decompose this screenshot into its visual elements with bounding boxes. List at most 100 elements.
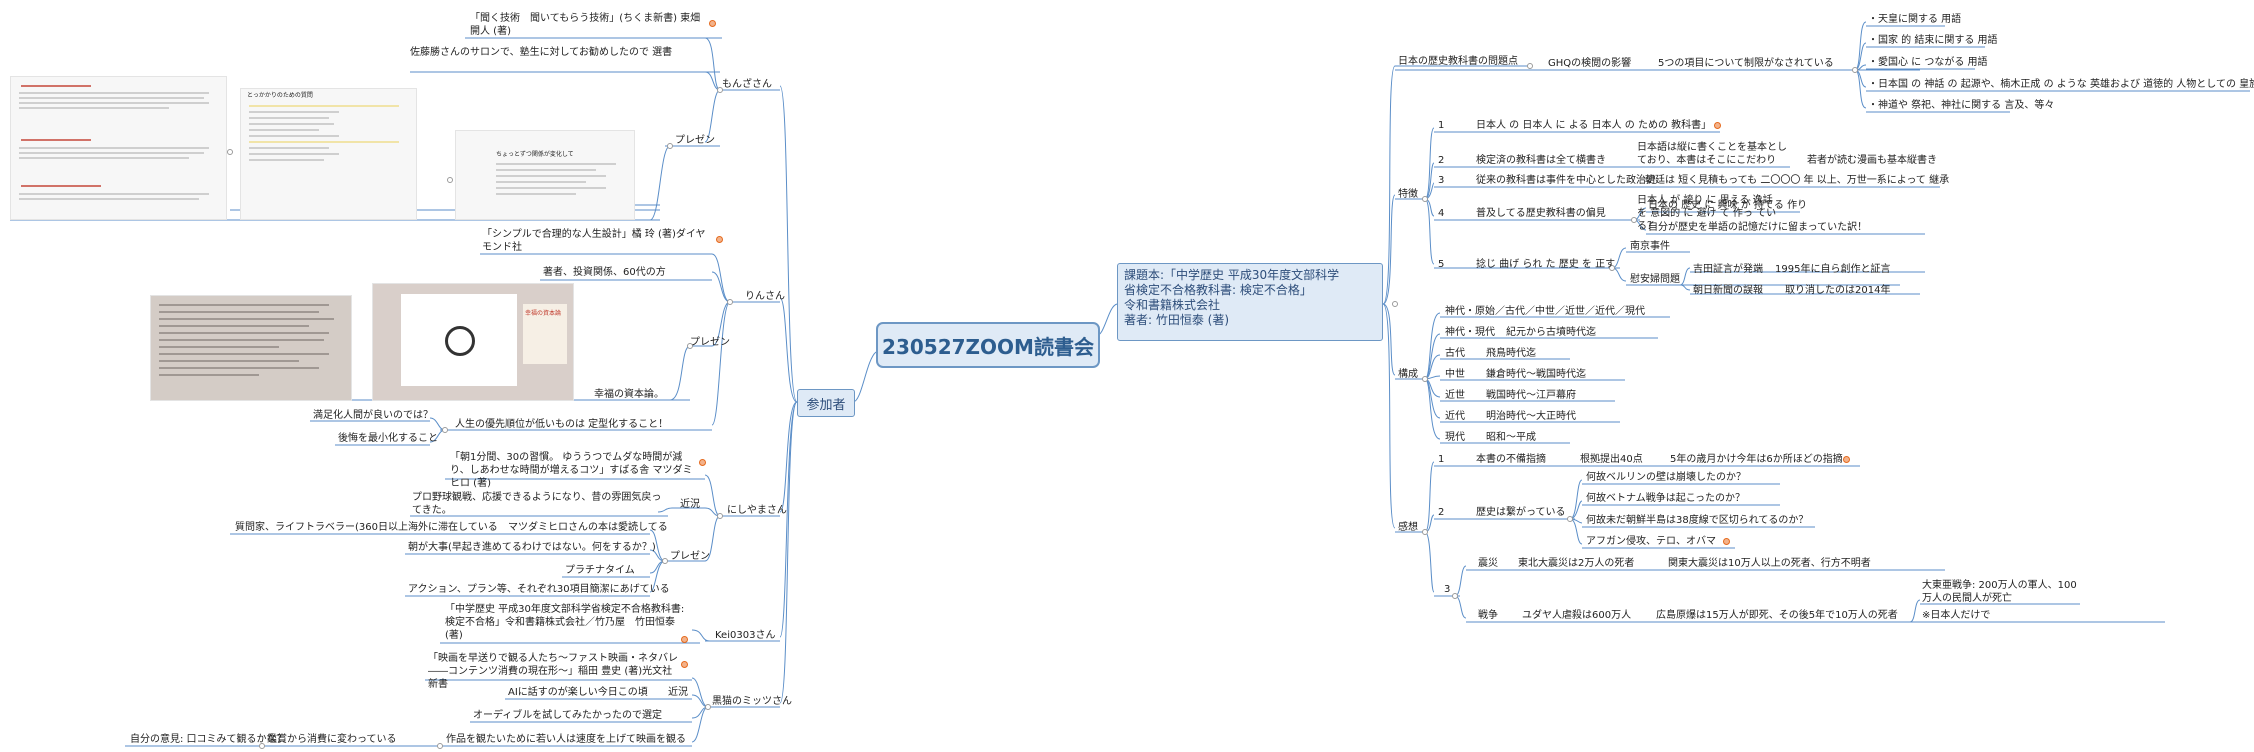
note-icon[interactable] — [681, 661, 688, 668]
rin-priority[interactable]: 人生の優先順位が低いものは 定型化すること！ — [455, 419, 669, 430]
monza-presentation[interactable]: プレゼン — [675, 135, 715, 146]
rin-happiness-capital[interactable]: 幸福の資本論。 — [594, 389, 664, 400]
note-icon[interactable] — [681, 636, 688, 643]
thought-1b[interactable]: 5年の歳月かけ今年は6か所ほどの指摘 — [1670, 454, 1843, 465]
structure-detail-2[interactable]: 紀元から古墳時代迄 — [1506, 327, 1596, 338]
feature-3[interactable]: 従来の教科書は事件を中心とした政治史 — [1476, 175, 1656, 186]
nishiyama-p4[interactable]: アクション、プラン等、それぞれ30項目簡潔にあげている — [408, 584, 670, 595]
presentation-thumbnail-3[interactable]: ちょっとずつ関係が変化して — [455, 130, 635, 220]
node-issue[interactable]: 日本の歴史教科書の問題点 — [1398, 56, 1518, 67]
kuro-book[interactable]: 「映画を早送りで観る人たち～ファスト映画・ネタバレ――コンテンツ消費の現在形～」… — [428, 653, 678, 690]
node-five-items[interactable]: 5つの項目について制限がなされている — [1658, 58, 1834, 69]
nishiyama-book[interactable]: 「朝1分間、30の習慣。 ゆううつでムダな時間が減り、しあわせな時間が増えるコツ… — [450, 452, 693, 489]
thought-2-item-4[interactable]: アフガン侵攻、テロ、オバマ — [1586, 536, 1716, 547]
feature-5b2a[interactable]: 取り消したのは2014年 — [1785, 285, 1891, 296]
note-icon[interactable] — [716, 236, 723, 243]
rin-priority-b[interactable]: 後悔を最小化すること — [338, 433, 438, 444]
nishiyama-p1a[interactable]: 質問家、ライフトラベラー(360日以上海外に滞在している — [235, 522, 498, 533]
node-ghq[interactable]: GHQの検閲の影響 — [1548, 58, 1632, 69]
five-item-4[interactable]: ・日本国 の 神話 の 起源や、楠木正成 の ような 英雄および 道徳的 人物と… — [1868, 79, 2254, 90]
feature-4b[interactable]: 日本の 歴史 に 興味 が 持てる 作り — [1648, 200, 1808, 211]
thought-2-item-1[interactable]: 何故ベルリンの壁は崩壊したのか？ — [1586, 472, 1746, 483]
node-thoughts[interactable]: 感想 — [1398, 522, 1418, 533]
kuro-p1[interactable]: オーディブルを試してみたかったので選定 — [473, 710, 662, 721]
structure-item-3[interactable]: 古代 — [1445, 348, 1465, 359]
structure-item-7[interactable]: 現代 — [1445, 432, 1465, 443]
feature-5a[interactable]: 南京事件 — [1630, 241, 1670, 252]
thought-3b2[interactable]: 広島原爆は15万人が即死、その後5年で10万人の死者 — [1656, 610, 1898, 621]
rin-book[interactable]: 「シンプルで合理的な人生設計」橘 玲 (著)ダイヤモンド社 — [482, 229, 706, 253]
feature-4c[interactable]: 自分が歴史を単語の記憶だけに留まっていた訳！ — [1648, 222, 1868, 233]
participant-nishiyama[interactable]: にしやまさん — [727, 505, 787, 516]
kuro-p2[interactable]: 作品を観たいために若い人は速度を上げて映画を観る — [446, 734, 686, 745]
structure-detail-7[interactable]: 昭和〜平成 — [1486, 432, 1536, 443]
node-feature[interactable]: 特徴 — [1398, 189, 1418, 200]
structure-item-1[interactable]: 神代・原始／古代／中世／近世／近代／現代 — [1445, 306, 1645, 317]
structure-item-5[interactable]: 近世 — [1445, 390, 1465, 401]
note-icon[interactable] — [699, 459, 706, 466]
five-item-2[interactable]: ・国家 的 結束に関する 用語 — [1868, 35, 1998, 46]
note-icon[interactable] — [1714, 122, 1721, 129]
note-icon[interactable] — [1723, 538, 1730, 545]
feature-4[interactable]: 普及してる歴史教科書の偏見 — [1476, 208, 1606, 219]
feature-3a[interactable]: 朝廷は 短く見積もっても 二〇〇〇 年 以上、万世一系によって 継承 — [1645, 175, 1950, 186]
rin-presentation[interactable]: プレゼン — [690, 337, 730, 348]
participant-rin[interactable]: りんさん — [745, 291, 785, 302]
thought-3b1[interactable]: ユダヤ人虐殺は600万人 — [1522, 610, 1632, 621]
feature-4a[interactable]: 日本人 が 誇り に 思える 逸話 を 意図的 に 避け て 作っ ている？ — [1637, 195, 1777, 232]
presentation-thumbnail-2[interactable]: とっかかりのための質問 — [240, 88, 417, 220]
node-structure[interactable]: 構成 — [1398, 369, 1418, 380]
feature-5b1a[interactable]: 1995年に自ら創作と証言 — [1775, 264, 1891, 275]
thought-2-item-3[interactable]: 何故未だ朝鮮半島は38度線で区切られてるのか？ — [1586, 515, 1809, 526]
nishiyama-p2[interactable]: 朝が大事(早起き進めてるわけではない。何をするか？) — [408, 542, 656, 553]
nishiyama-presentation[interactable]: プレゼン — [670, 551, 710, 562]
participant-monza[interactable]: もんざさん — [722, 79, 772, 90]
five-item-5[interactable]: ・神道や 祭祀、神社に関する 言及、等々 — [1868, 100, 2055, 111]
nishiyama-p1[interactable]: マツダミヒロさんの本は愛読してる — [508, 522, 668, 533]
five-item-3[interactable]: ・愛国心 に つながる 用語 — [1868, 57, 1988, 68]
structure-detail-6[interactable]: 明治時代〜大正時代 — [1486, 411, 1576, 422]
participants-node[interactable]: 参加者 — [797, 389, 855, 417]
nishiyama-recent-detail[interactable]: プロ野球観戦、応援できるようになり、昔の雰囲気戻ってきた。 — [412, 492, 662, 516]
book-node[interactable]: 課題本:「中学歴史 平成30年度文部科学 省検定不合格教科書: 検定不合格」 令… — [1117, 263, 1383, 341]
feature-5b1[interactable]: 吉田証言が発端 — [1693, 264, 1763, 275]
kuro-p2a[interactable]: 鑑賞から消費に変わっている — [267, 734, 397, 745]
presentation-thumbnail-5[interactable]: 幸福の資本論 — [372, 283, 574, 401]
structure-item-2[interactable]: 神代・現代 — [1445, 327, 1495, 338]
rin-priority-a[interactable]: 満足化人間が良いのでは？ — [313, 410, 433, 421]
presentation-thumbnail-4[interactable] — [150, 295, 352, 401]
participant-kei[interactable]: Kei0303さん — [715, 630, 776, 641]
feature-5b[interactable]: 慰安婦問題 — [1630, 274, 1680, 285]
kuro-recent-detail[interactable]: AIに話すのが楽しい今日この頃 — [508, 687, 648, 698]
central-topic[interactable]: 230527ZOOM読書会 — [876, 322, 1100, 368]
feature-1[interactable]: 日本人 の 日本人 に よる 日本人 の ための 教科書」 — [1476, 120, 1712, 131]
thought-3b[interactable]: 戦争 — [1478, 610, 1498, 621]
rin-author-note[interactable]: 著者、投資関係、60代の方 — [543, 267, 666, 278]
nishiyama-p3[interactable]: プラチナタイム — [565, 565, 635, 576]
participant-kuro[interactable]: 黒猫のミッツさん — [712, 696, 792, 707]
kuro-p2b[interactable]: 自分の意見: 口コミみて観るかな？ — [130, 734, 287, 745]
thought-3a1[interactable]: 東北大震災は2万人の死者 — [1518, 558, 1635, 569]
structure-item-4[interactable]: 中世 — [1445, 369, 1465, 380]
feature-2a[interactable]: 日本語は縦に書くことを基本としており、本書はそこにこだわり — [1637, 142, 1787, 166]
thought-3b3[interactable]: 大東亜戦争: 200万人の軍人、100万人の民間人が死亡 — [1922, 580, 2077, 604]
feature-5[interactable]: 捻じ 曲げ られ た 歴史 を 正す — [1476, 259, 1616, 270]
five-item-1[interactable]: ・天皇に関する 用語 — [1868, 14, 1962, 25]
presentation-thumbnail-1[interactable] — [10, 76, 227, 220]
note-icon[interactable] — [709, 20, 716, 27]
thought-1a[interactable]: 根拠提出40点 — [1580, 454, 1643, 465]
feature-5b2[interactable]: 朝日新聞の誤報 — [1693, 285, 1763, 296]
structure-detail-3[interactable]: 飛鳥時代迄 — [1486, 348, 1536, 359]
monza-reason[interactable]: 佐藤勝さんのサロンで、塾生に対してお勧めしたので 選書 — [410, 47, 673, 58]
thought-1[interactable]: 本書の不備指摘 — [1476, 454, 1546, 465]
feature-2[interactable]: 検定済の教科書は全て横書き — [1476, 155, 1606, 166]
thought-2[interactable]: 歴史は繋がっている — [1476, 507, 1566, 518]
nishiyama-recent[interactable]: 近況 — [680, 499, 700, 510]
kuro-recent[interactable]: 近況 — [668, 687, 688, 698]
structure-detail-5[interactable]: 戦国時代〜江戸幕府 — [1486, 390, 1576, 401]
thought-3a2[interactable]: 関東大震災は10万人以上の死者、行方不明者 — [1668, 558, 1871, 569]
kei-book[interactable]: 「中学歴史 平成30年度文部科学省検定不合格教科書: 検定不合格」令和書籍株式会… — [445, 604, 685, 641]
thought-3b4[interactable]: ※日本人だけで — [1922, 610, 1991, 621]
feature-2b[interactable]: 若者が読む漫画も基本縦書き — [1807, 155, 1937, 166]
structure-detail-4[interactable]: 鎌倉時代〜戦国時代迄 — [1486, 369, 1586, 380]
